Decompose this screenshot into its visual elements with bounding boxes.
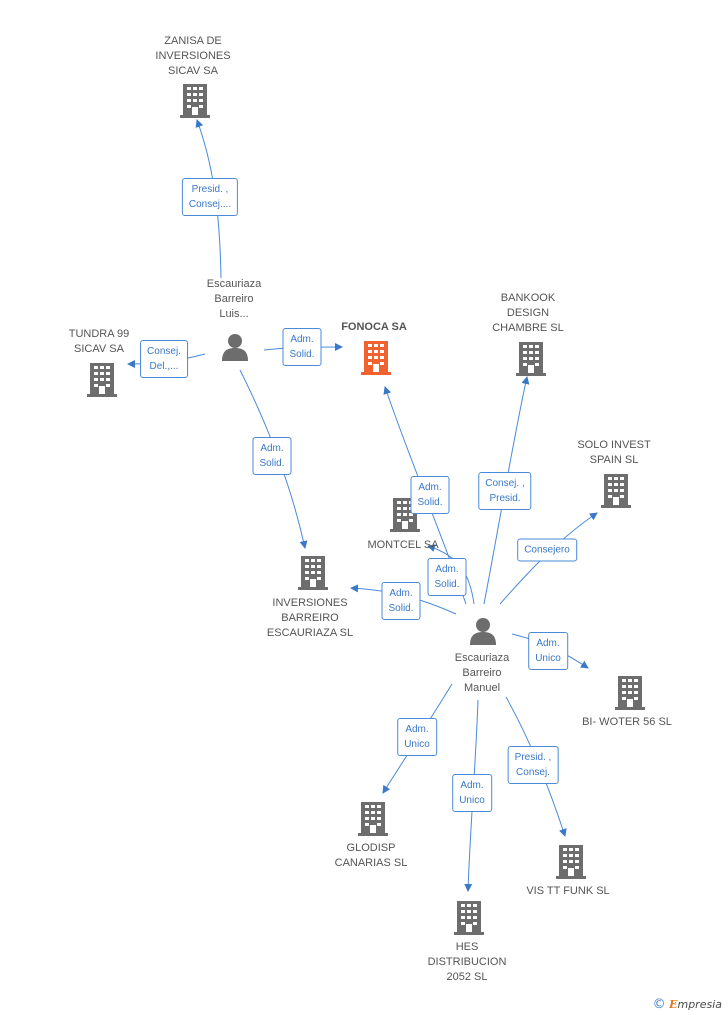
edge-label-line: Adm. xyxy=(435,564,459,575)
edge-label-line: Adm. xyxy=(405,724,429,735)
edge-label-line: Presid. , xyxy=(191,184,229,195)
edge-label-manuel-glodisp[interactable]: Adm. Unico xyxy=(397,718,437,756)
edge-label-line: Consej. xyxy=(147,346,181,357)
glodisp-label-line: CANARIAS SL xyxy=(334,857,408,869)
inversiones-label-line: ESCAURIAZA SL xyxy=(266,627,354,639)
fonoca-building-icon[interactable] xyxy=(361,341,391,375)
edge-label-line: Unico xyxy=(535,653,561,664)
solo-label-line: SPAIN SL xyxy=(589,454,639,466)
edge-label-line: Solid. xyxy=(388,603,414,614)
bankook-building-icon[interactable] xyxy=(516,342,546,376)
node-label-montcel[interactable]: MONTCEL SA xyxy=(367,538,438,553)
empresia-footer[interactable]: © Empresia xyxy=(653,997,722,1012)
edge-label-line: Presid. , xyxy=(514,752,552,763)
edge-label-line: Adm. xyxy=(260,443,284,454)
manuel-label-line: Escauriaza xyxy=(454,652,510,664)
brand-initial: E xyxy=(669,998,678,1011)
zanisa-label-line: ZANISA DE xyxy=(164,35,222,47)
node-label-inversiones[interactable]: INVERSIONES BARREIRO ESCAURIAZA SL xyxy=(267,596,353,641)
hes-label-line: DISTRIBUCION xyxy=(427,956,507,968)
node-label-biwoter[interactable]: BI- WOTER 56 SL xyxy=(582,715,672,730)
montcel-label-line: MONTCEL SA xyxy=(367,539,439,551)
solo-label-line: SOLO INVEST xyxy=(577,439,651,451)
tundra-label-line: SICAV SA xyxy=(74,343,124,355)
edge-label-line: Solid. xyxy=(259,458,285,469)
edge-label-line: Consej. xyxy=(516,767,550,778)
person-icons xyxy=(222,334,496,645)
bankook-label-line: BANKOOK xyxy=(500,292,556,304)
hes-building-icon[interactable] xyxy=(454,901,484,935)
edge-label-line: Unico xyxy=(404,739,430,750)
node-label-vistt[interactable]: VIS TT FUNK SL xyxy=(526,884,609,899)
vistt-label-line: VIS TT FUNK SL xyxy=(526,885,610,897)
edge-label-line: Adm. xyxy=(389,588,413,599)
edge-label-manuel-fonoca[interactable]: Adm. Solid. xyxy=(410,476,450,514)
edge-label-line: Unico xyxy=(459,795,485,806)
edge-label-line: Adm. xyxy=(460,780,484,791)
edge-label-line: Solid. xyxy=(289,349,315,360)
brand-rest: mpresia xyxy=(677,998,722,1011)
solo-building-icon[interactable] xyxy=(601,474,631,508)
node-label-manuel[interactable]: Escauriaza Barreiro Manuel xyxy=(455,651,509,696)
copyright-symbol: © xyxy=(652,997,666,1012)
edge-label-line: Adm. xyxy=(290,334,314,345)
edge-label-manuel-bankook[interactable]: Consej. , Presid. xyxy=(478,472,532,510)
edge-label-luis-tundra[interactable]: Consej. Del.,... xyxy=(140,340,188,378)
node-label-fonoca[interactable]: FONOCA SA xyxy=(341,320,407,335)
luis-label-line: Escauriaza xyxy=(206,278,262,290)
glodisp-building-icon[interactable] xyxy=(358,802,388,836)
edge-label-line: Consejero xyxy=(524,544,570,556)
inversiones-building-icon[interactable] xyxy=(298,556,328,590)
node-label-luis[interactable]: Escauriaza Barreiro Luis... xyxy=(207,277,261,322)
inversiones-label-line: INVERSIONES xyxy=(272,597,348,609)
vistt-building-icon[interactable] xyxy=(556,845,586,879)
edge-label-luis-zanisa[interactable]: Presid. , Consej.... xyxy=(181,178,239,216)
biwoter-building-icon[interactable] xyxy=(615,676,645,710)
luis-label-line: Barreiro xyxy=(214,293,254,305)
tundra-building-icon[interactable] xyxy=(87,363,117,397)
edge-label-manuel-inversiones[interactable]: Adm. Solid. xyxy=(381,582,421,620)
zanisa-label-line: INVERSIONES xyxy=(155,50,231,62)
edge-label-line: Adm. xyxy=(536,638,560,649)
node-label-solo[interactable]: SOLO INVEST SPAIN SL xyxy=(577,438,650,468)
edge-label-line: Consej.... xyxy=(188,199,232,210)
edge-label-line: Solid. xyxy=(417,497,443,508)
zanisa-label-line: SICAV SA xyxy=(168,65,218,77)
node-label-hes[interactable]: HES DISTRIBUCION 2052 SL xyxy=(428,940,507,985)
tundra-label-line: TUNDRA 99 xyxy=(68,328,130,340)
edge-label-manuel-hes[interactable]: Adm. Unico xyxy=(452,774,492,812)
zanisa-building-icon[interactable] xyxy=(180,84,210,118)
edge-label-manuel-vistt[interactable]: Presid. , Consej. xyxy=(507,746,559,784)
biwoter-label-line: BI- WOTER 56 SL xyxy=(582,716,672,728)
edge-label-line: Presid. xyxy=(489,493,521,504)
hes-label-line: 2052 SL xyxy=(446,971,488,983)
node-label-tundra[interactable]: TUNDRA 99 SICAV SA xyxy=(69,327,130,357)
edge-label-line: Del.,... xyxy=(149,361,179,372)
hes-label-line: HES xyxy=(455,941,479,953)
glodisp-label-line: GLODISP xyxy=(346,842,396,854)
inversiones-label-line: BARREIRO xyxy=(281,612,339,624)
node-label-bankook[interactable]: BANKOOK DESIGN CHAMBRE SL xyxy=(492,291,564,336)
manuel-label-line: Barreiro xyxy=(462,667,502,679)
node-label-zanisa[interactable]: ZANISA DE INVERSIONES SICAV SA xyxy=(155,34,230,79)
edge-label-line: Solid. xyxy=(434,579,460,590)
edge-label-manuel-montcel[interactable]: Adm. Solid. xyxy=(427,558,467,596)
bankook-label-line: CHAMBRE SL xyxy=(492,322,564,334)
company-icons xyxy=(87,84,645,935)
edge-label-line: Consej. , xyxy=(485,478,525,489)
manuel-person-icon[interactable] xyxy=(470,618,496,645)
luis-person-icon[interactable] xyxy=(222,334,248,361)
luis-label-line: Luis... xyxy=(219,308,249,320)
edge-label-line: Adm. xyxy=(418,482,442,493)
bankook-label-line: DESIGN xyxy=(506,307,550,319)
node-label-glodisp[interactable]: GLODISP CANARIAS SL xyxy=(335,841,408,871)
fonoca-label-line: FONOCA SA xyxy=(341,321,407,333)
edge-label-luis-fonoca[interactable]: Adm. Solid. xyxy=(282,328,322,366)
manuel-label-line: Manuel xyxy=(463,682,501,694)
edge-label-manuel-solo[interactable]: Consejero xyxy=(517,538,577,562)
edge-label-manuel-biwoter[interactable]: Adm. Unico xyxy=(528,632,568,670)
edge-label-luis-inversiones[interactable]: Adm. Solid. xyxy=(252,437,292,475)
